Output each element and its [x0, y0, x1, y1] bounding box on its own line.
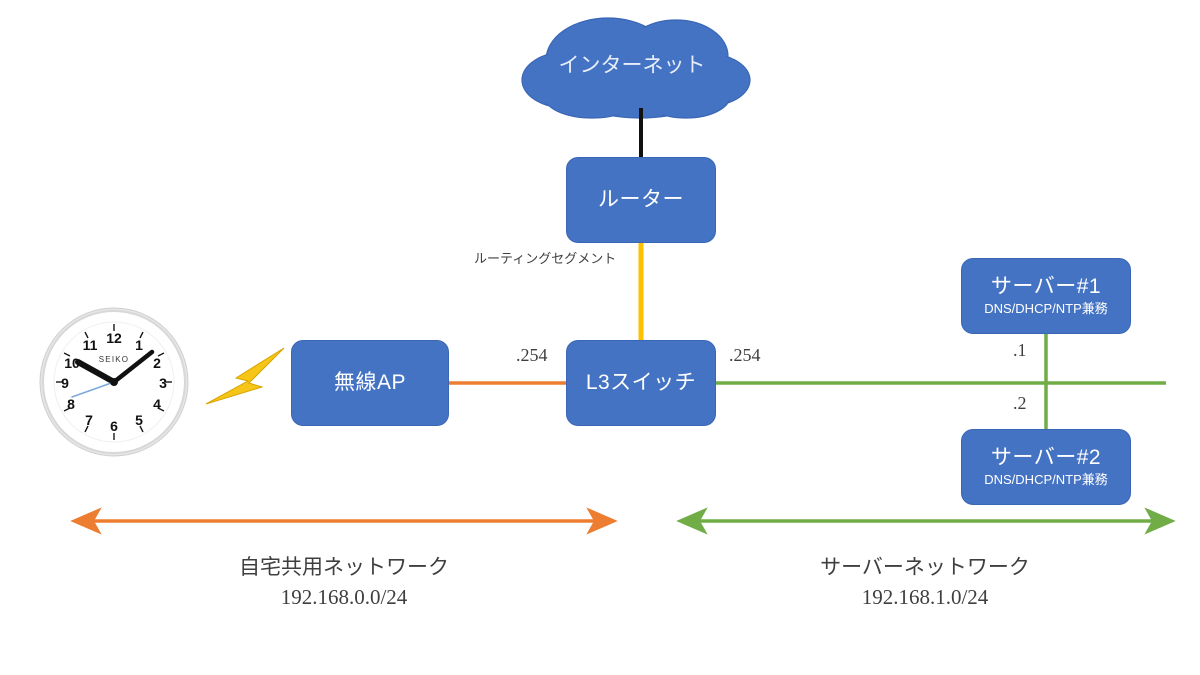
svg-text:2: 2 [153, 355, 161, 371]
svg-text:1: 1 [135, 337, 143, 353]
internet-label: インターネット [559, 54, 706, 77]
node-wireless-ap[interactable]: 無線AP [291, 340, 449, 426]
caption-home-network-name: 自宅共用ネットワーク [239, 555, 449, 579]
node-server-1[interactable]: サーバー#1 DNS/DHCP/NTP兼務 [961, 258, 1131, 334]
node-server-2-roles: DNS/DHCP/NTP兼務 [984, 471, 1108, 487]
svg-text:9: 9 [61, 375, 69, 391]
label-server-1-ip: .1 [1013, 340, 1027, 360]
node-server-1-label: サーバー#1 [990, 275, 1102, 299]
svg-text:5: 5 [135, 412, 143, 428]
clock-brand: SEIKO [99, 355, 129, 364]
node-l3switch-label: L3スイッチ [585, 370, 697, 394]
node-router[interactable]: ルーター [566, 157, 716, 243]
svg-text:12: 12 [106, 330, 122, 346]
svg-text:10: 10 [64, 355, 80, 371]
internet-cloud: インターネット [521, 17, 751, 119]
caption-server-network-name: サーバーネットワーク [820, 555, 1030, 579]
svg-text:11: 11 [83, 337, 98, 353]
caption-home-network: 自宅共用ネットワーク 192.168.0.0/24 [84, 552, 604, 613]
label-l3-right-ip: .254 [729, 345, 761, 365]
node-server-2[interactable]: サーバー#2 DNS/DHCP/NTP兼務 [961, 429, 1131, 505]
caption-server-network: サーバーネットワーク 192.168.1.0/24 [690, 552, 1160, 613]
svg-text:4: 4 [153, 396, 161, 412]
svg-text:8: 8 [67, 396, 75, 412]
label-l3-left-ip: .254 [516, 345, 548, 365]
wall-clock: 12 1 2 3 4 5 6 7 8 9 10 11 SEIKO [39, 307, 189, 457]
caption-server-network-cidr: 192.168.1.0/24 [861, 585, 989, 610]
caption-home-network-cidr: 192.168.0.0/24 [280, 585, 408, 610]
label-server-2-ip: .2 [1013, 393, 1027, 413]
svg-text:7: 7 [85, 412, 93, 428]
node-server-2-label: サーバー#2 [990, 446, 1102, 470]
label-routing-segment: ルーティングセグメント [474, 251, 617, 266]
node-wireless-ap-label: 無線AP [333, 370, 406, 394]
node-server-1-roles: DNS/DHCP/NTP兼務 [984, 300, 1108, 316]
lightning-bolt-icon [205, 347, 285, 405]
node-l3switch[interactable]: L3スイッチ [566, 340, 716, 426]
svg-text:6: 6 [110, 418, 118, 434]
node-router-label: ルーター [598, 187, 684, 211]
svg-text:3: 3 [159, 375, 167, 391]
